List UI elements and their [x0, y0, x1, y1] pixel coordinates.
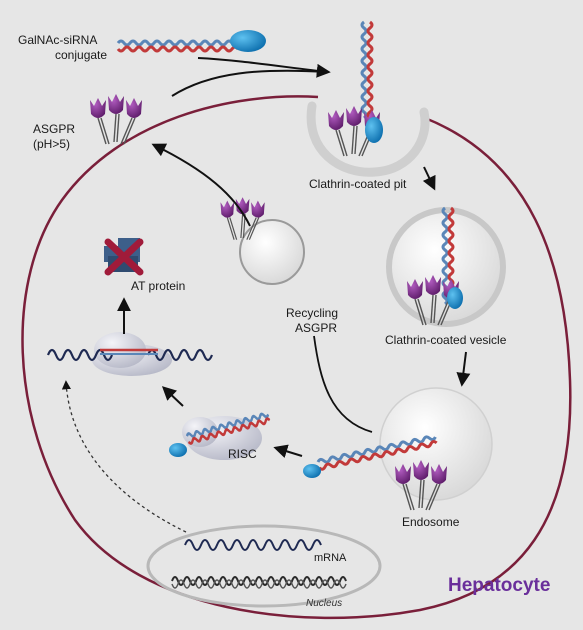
conjugate-label-line1: GalNAc-siRNA [18, 33, 97, 47]
dashed-arrow-nucleus-to-mrna [61, 380, 187, 533]
risc-label: RISC [228, 447, 257, 461]
endosome [379, 387, 493, 511]
clathrin-vesicle-label: Clathrin-coated vesicle [385, 333, 507, 347]
clathrin-pit-label: Clathrin-coated pit [309, 177, 407, 191]
arrow-to-risc [273, 444, 303, 458]
pit-conjugate-complex [327, 20, 383, 157]
arrow-asgpr-to-pit [171, 69, 329, 97]
arrow-pit-to-vesicle [422, 166, 436, 191]
arrow-vesicle-to-endosome [456, 351, 471, 387]
released-sirna [303, 433, 439, 478]
arrow-recycling-to-surface [313, 335, 373, 433]
nucleus [146, 524, 382, 608]
recycling-asgpr [219, 196, 305, 285]
clathrin-coated-pit [306, 101, 430, 177]
at-protein-blocked-icon [104, 238, 144, 276]
recycling-label-line1: Recycling [286, 306, 338, 320]
mrna-cleavage-complex [46, 332, 214, 376]
endosome-label: Endosome [402, 515, 460, 529]
risc-complex [169, 410, 272, 460]
arrow-recycling-vesicle-to-surface [151, 143, 251, 227]
galnac-sirna-conjugate [116, 30, 266, 53]
clathrin-coated-vesicle [386, 206, 506, 327]
at-protein-label: AT protein [131, 279, 185, 293]
conjugate-label-line2: conjugate [55, 48, 107, 62]
asgpr-label-line1: ASGPR [33, 122, 75, 136]
nucleus-label: Nucleus [306, 598, 342, 609]
mrna-label: mRNA [314, 552, 347, 564]
hepatocyte-label: Hepatocyte [448, 575, 550, 596]
asgpr-label-line2: (pH>5) [33, 137, 70, 151]
cell-membrane [21, 95, 572, 620]
arrow-risc-to-ribosome [161, 386, 184, 407]
recycling-label-line2: ASGPR [295, 321, 337, 335]
